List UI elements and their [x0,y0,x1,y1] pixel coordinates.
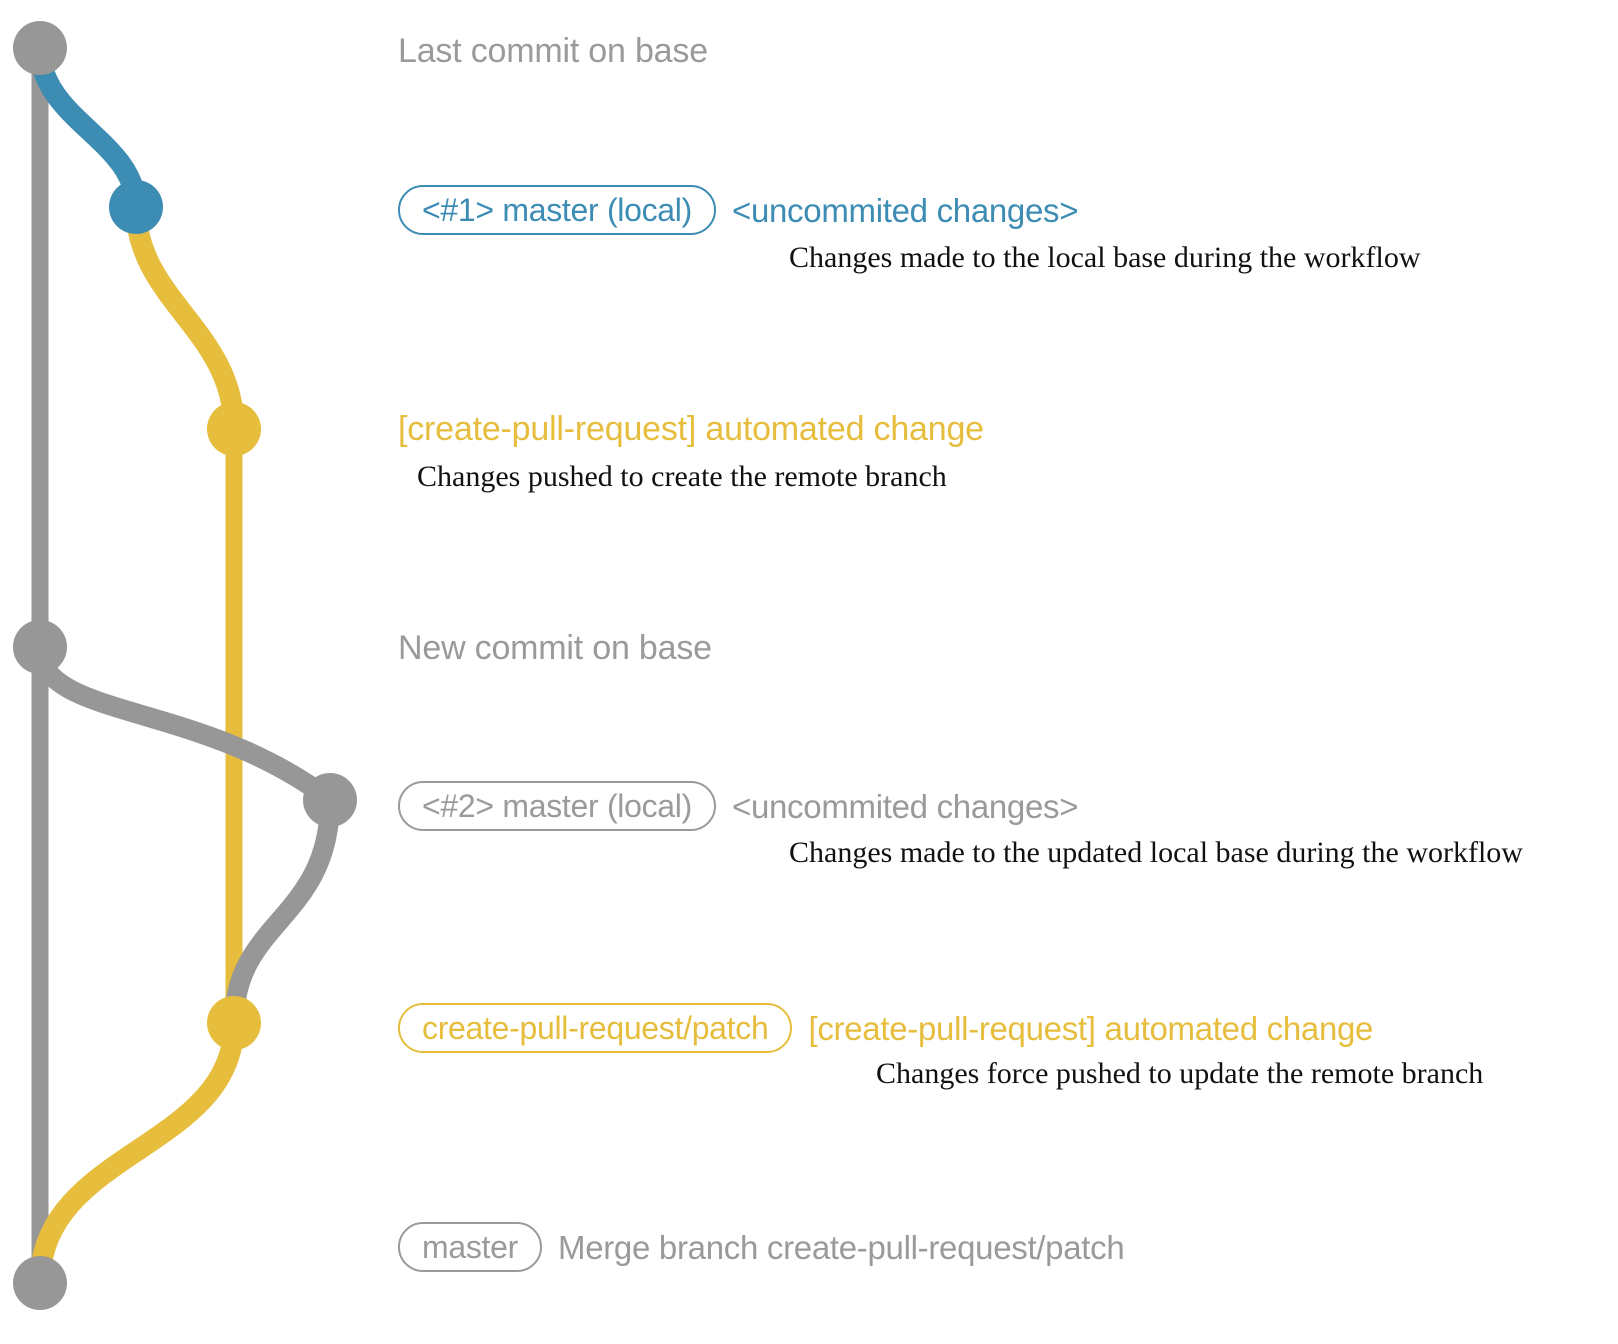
commit-row-automated-change-2: create-pull-request/patch [create-pull-r… [398,1003,1373,1053]
commit-message-merge-master: Merge branch create-pull-request/patch [558,1228,1125,1266]
branch-label-text: create-pull-request/patch [422,1010,769,1046]
commit-description-master-local-2: Changes made to the updated local base d… [789,836,1523,869]
node-master-local-1[interactable] [109,180,163,234]
commit-message-last-commit-on-base: Last commit on base [398,32,708,70]
commit-row-merge-master: master Merge branch create-pull-request/… [398,1222,1125,1272]
commit-description-automated-change-2: Changes force pushed to update the remot… [876,1057,1484,1090]
branch-label-text: <#1> master (local) [422,192,692,228]
branch-label-create-pull-request-patch[interactable]: create-pull-request/patch [398,1003,793,1053]
branch-label-master-local-1[interactable]: <#1> master (local) [398,185,716,235]
edge-local2-to-patch2 [224,790,340,1033]
node-merge-master[interactable] [13,1256,67,1310]
commit-row-automated-change-1: [create-pull-request] automated change [398,412,984,446]
commit-message-master-local-2: <uncommited changes> [731,787,1079,825]
node-automated-change-1[interactable] [207,402,261,456]
commit-row-master-local-2: <#2> master (local) <uncommited changes> [398,781,1079,831]
commit-row-last-commit-on-base: Last commit on base [398,34,708,68]
commit-description-automated-change-1: Changes pushed to create the remote bran… [417,460,947,493]
commit-message-automated-change-2: [create-pull-request] automated change [808,1009,1374,1047]
node-new-commit-on-base[interactable] [13,620,67,674]
edge-patch2-to-merge [29,1012,245,1294]
branch-label-text: <#2> master (local) [422,788,692,824]
node-automated-change-2[interactable] [207,996,261,1050]
commit-message-new-commit-on-base: New commit on base [398,629,712,667]
commit-graph [13,21,357,1310]
commit-message-automated-change-1: [create-pull-request] automated change [398,410,984,448]
node-last-commit-on-base[interactable] [13,21,67,75]
commit-row-new-commit-on-base: New commit on base [398,631,712,665]
branch-label-master[interactable]: master [398,1222,542,1272]
commit-message-master-local-1: <uncommited changes> [731,191,1079,229]
branch-label-text: master [422,1229,518,1265]
commit-row-master-local-1: <#1> master (local) <uncommited changes> [398,185,1079,235]
edge-base2-to-local2 [30,637,340,810]
node-master-local-2[interactable] [303,773,357,827]
edge-local1-to-patch1 [125,196,245,440]
branch-label-master-local-2[interactable]: <#2> master (local) [398,781,716,831]
edge-base-to-local1 [29,37,147,218]
commit-description-master-local-1: Changes made to the local base during th… [789,241,1421,274]
